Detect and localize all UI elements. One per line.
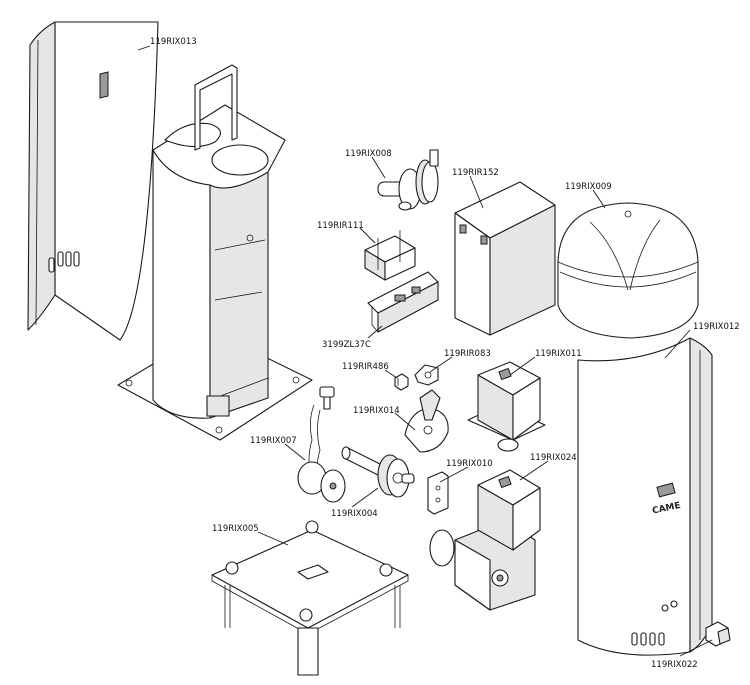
gearmotor	[429, 469, 541, 611]
label-cap-fixing-part: 119RIX008	[345, 149, 392, 159]
bracket	[427, 471, 449, 515]
label-dome-cover: 119RIX009	[565, 182, 612, 192]
label-key-lock: 119RIX022	[651, 660, 698, 670]
label-bracket: 119RIX010	[446, 459, 493, 469]
label-limit-switch-small: 119RIR486	[342, 362, 389, 372]
shaft-gear	[341, 446, 415, 498]
housing-shell-rear	[27, 21, 159, 341]
control-box	[454, 181, 556, 336]
housing-shell-front	[577, 337, 713, 656]
limit-switch-small	[394, 373, 409, 391]
label-chain-assembly: 119RIX007	[250, 436, 297, 446]
leader-lines	[137, 45, 713, 657]
cap-fixing-part	[377, 149, 439, 211]
label-control-box: 119RIR152	[452, 168, 499, 178]
control-board	[367, 271, 439, 333]
anchor-plate	[211, 520, 409, 676]
key-lock	[705, 621, 731, 647]
anchor-bolts	[225, 520, 393, 622]
label-motor-upper: 119RIX011	[535, 349, 582, 359]
label-anchor-plate: 119RIX005	[212, 524, 259, 534]
label-shaft-gear: 119RIX004	[331, 509, 378, 519]
label-housing-shell-rear: 119RIX013	[150, 37, 197, 47]
base-column-frame	[117, 64, 313, 441]
label-cam-part: 119RIR083	[444, 349, 491, 359]
cam-part	[414, 364, 439, 386]
label-gearmotor: 119RIX024	[530, 453, 577, 463]
label-sprocket-assembly: 119RIX014	[353, 406, 400, 416]
label-housing-shell-front: 119RIX012	[693, 322, 740, 332]
sprocket-assembly	[404, 389, 449, 453]
motor-upper	[467, 361, 546, 452]
label-transformer: 119RIR111	[317, 221, 364, 231]
transformer	[364, 230, 416, 281]
chain-assembly	[297, 386, 346, 503]
label-control-board: 3199ZL37C	[322, 340, 371, 350]
dome-cover	[557, 202, 699, 339]
